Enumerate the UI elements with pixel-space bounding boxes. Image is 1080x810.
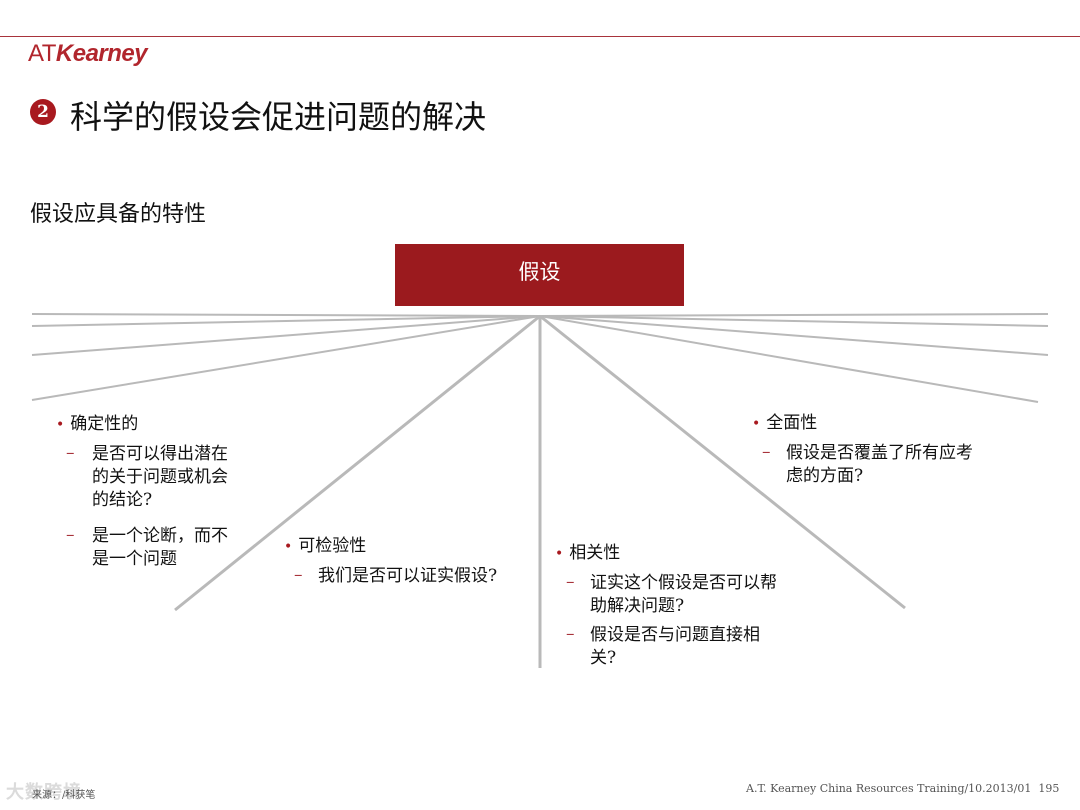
fan-line [31,315,541,327]
dash-icon: – [762,442,771,462]
fan-line [539,315,1039,403]
property-item: 我们是否可以证实假设? [318,566,498,586]
hypothesis-box [395,244,684,306]
property-label: 可检验性 [298,536,367,556]
property-item: 假设是否与问题直接相关? [590,625,760,668]
fan-line [539,315,1049,327]
bullet-icon: • [56,417,65,433]
property-item: 是否可以得出潜在的关于问题或机会的结论? [92,444,228,510]
fan-line [539,315,1049,356]
dash-icon: – [566,572,575,592]
section-number-badge: 2 [30,99,56,125]
page-number: 195 [1038,782,1060,795]
fan-line [31,313,541,317]
property-label: 相关性 [569,543,621,563]
logo-kearney: Kearney [55,40,148,67]
property-certainty: • 确定性的 [56,413,138,437]
logo-at: AT [28,40,56,67]
fan-line [31,315,541,356]
dash-icon: – [66,443,75,463]
footer-credit: A.T. Kearney China Resources Training/10… [746,782,1059,795]
page-subtitle: 假设应具备的特性 [30,202,207,227]
bullet-icon: • [752,416,761,432]
branch-line-left [174,314,541,612]
property-item: 假设是否覆盖了所有应考虑的方面? [786,443,973,486]
watermark: 大数跨境 [6,782,82,803]
dash-icon: – [294,565,303,585]
hypothesis-label: 假设 [518,260,561,284]
property-label: 全面性 [766,413,818,433]
branch-line-right [539,314,906,610]
source-note: 来源：/科获笔 [32,790,96,801]
page-title: 科学的假设会促进问题的解决 [70,98,487,136]
bullet-icon: • [555,546,564,562]
property-item: 是一个论断，而不是一个问题 [92,526,228,569]
bullet-icon: • [284,539,293,555]
fan-line [31,315,541,401]
fan-line [539,313,1049,317]
dash-icon: – [566,624,575,644]
property-item: 证实这个假设是否可以帮助解决问题? [590,573,777,616]
top-rule [0,36,1080,37]
property-label: 确定性的 [70,414,139,434]
footer-credit-text: A.T. Kearney China Resources Training/10… [746,782,1032,795]
dash-icon: – [66,525,75,545]
property-relevance: • 相关性 [555,542,620,566]
property-testability: • 可检验性 [284,535,366,559]
property-comprehensiveness: • 全面性 [752,412,817,436]
atkearney-logo: ATKearney [28,40,148,68]
